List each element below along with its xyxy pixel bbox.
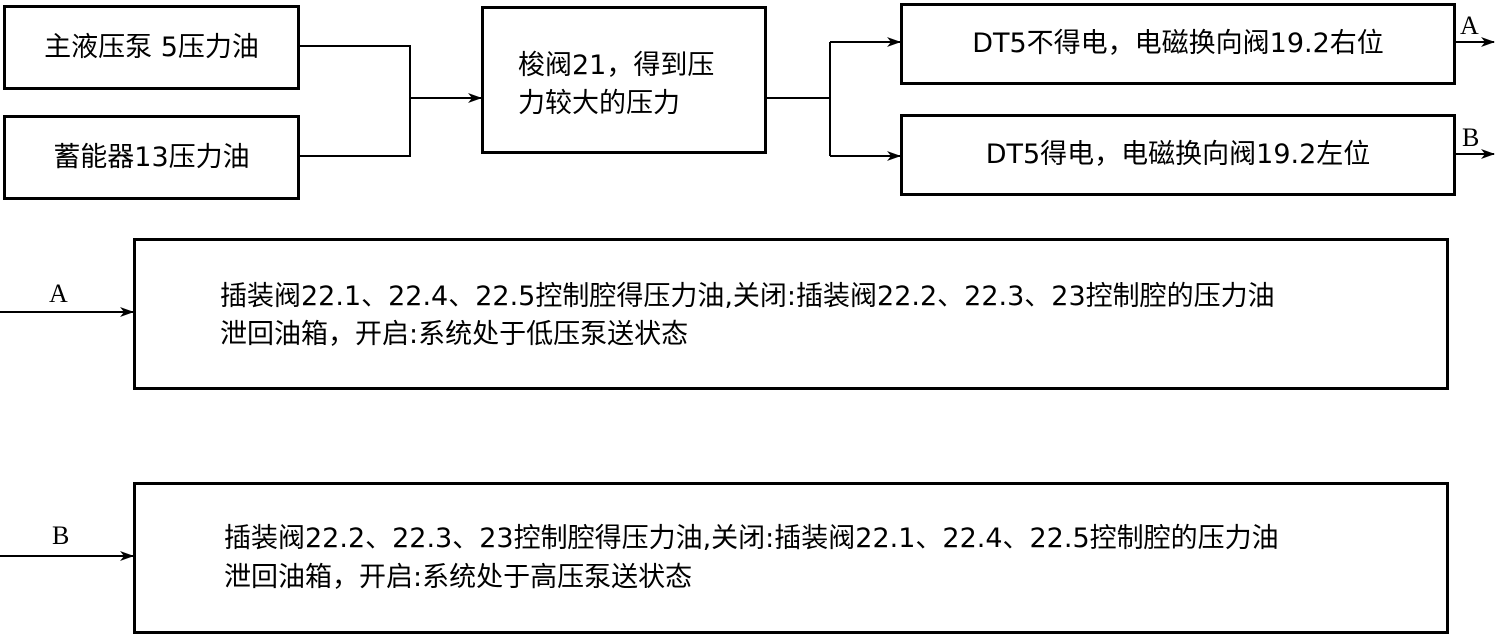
dt5-off-label: DT5不得电，电磁换向阀19.2右位 <box>972 28 1384 59</box>
label-out-b: B <box>1462 123 1480 152</box>
shuttle-valve-line-1: 梭阀21，得到压 <box>518 50 715 81</box>
result-a-box: 插装阀22.1、22.4、22.5控制腔得压力油,关闭:插装阀22.2、22.3… <box>133 238 1449 390</box>
result-b-line-2: 泄回油箱，开启:系统处于高压泵送状态 <box>224 562 693 593</box>
dt5-on-box: DT5得电，电磁换向阀19.2左位 <box>900 114 1456 196</box>
accumulator-label: 蓄能器13压力油 <box>53 141 250 173</box>
result-a-line-2: 泄回油箱，开启:系统处于低压泵送状态 <box>220 319 689 350</box>
dt5-on-label: DT5得电，电磁换向阀19.2左位 <box>985 139 1371 170</box>
shuttle-valve-box: 梭阀21，得到压 力较大的压力 <box>481 6 767 154</box>
main-pump-label: 主液压泵 5压力油 <box>44 31 259 63</box>
result-b-box: 插装阀22.2、22.3、23控制腔得压力油,关闭:插装阀22.1、22.4、2… <box>133 482 1449 634</box>
label-in-a: A <box>49 279 68 308</box>
accumulator-box: 蓄能器13压力油 <box>3 115 300 200</box>
label-out-a: A <box>1460 11 1479 40</box>
dt5-off-box: DT5不得电，电磁换向阀19.2右位 <box>900 3 1456 85</box>
line-main-pump-to-merge <box>300 45 411 157</box>
main-pump-box: 主液压泵 5压力油 <box>3 5 300 90</box>
shuttle-valve-line-2: 力较大的压力 <box>518 88 680 119</box>
result-a-line-1: 插装阀22.1、22.4、22.5控制腔得压力油,关闭:插装阀22.2、22.3… <box>220 281 1275 312</box>
label-in-b: B <box>52 521 70 550</box>
result-b-line-1: 插装阀22.2、22.3、23控制腔得压力油,关闭:插装阀22.1、22.4、2… <box>224 523 1279 554</box>
